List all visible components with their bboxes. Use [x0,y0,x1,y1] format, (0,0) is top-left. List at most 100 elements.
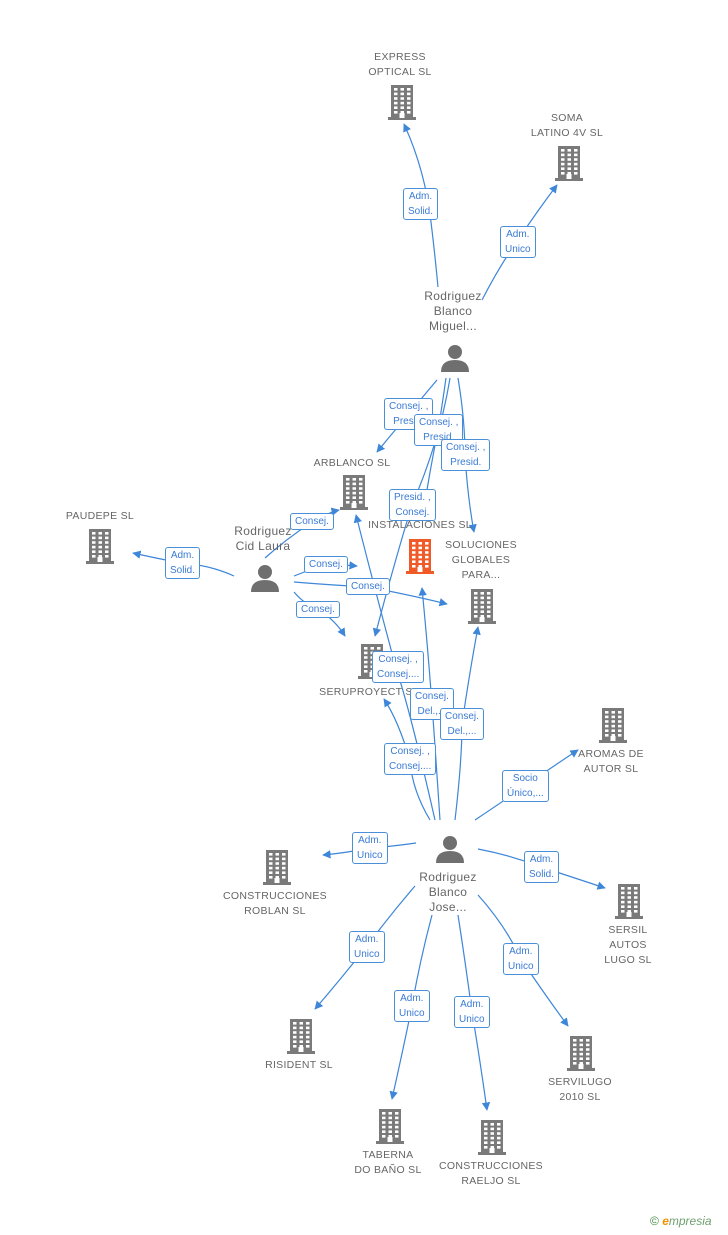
relation-badge-line: Adm. [400,993,424,1004]
building-icon-roblan[interactable] [261,849,293,890]
node-label-line: SOLUCIONES [445,539,517,551]
node-label-line: LUGO SL [604,954,652,966]
relation-badge-laura-to-seruproyect[interactable]: Consej. [296,601,340,618]
node-label-taberna[interactable]: TABERNA DO BAÑO SL [328,1148,448,1178]
building-icon-risident[interactable] [285,1018,317,1059]
relation-badge-line: Consej.... [377,669,420,680]
relation-badge-line: Adm. [358,835,382,846]
building-icon-instalaciones[interactable] [404,538,436,579]
relation-badge-line: Consej. [415,691,449,702]
node-label-line: ROBLAN SL [244,905,306,917]
building-icon-servilugo[interactable] [565,1035,597,1076]
relation-badge-line: Unico [399,1008,425,1019]
relation-badge-jose-to-sersil[interactable]: Adm. Solid. [524,851,560,883]
node-label-line: GLOBALES [451,554,511,566]
node-label-line: Rodriguez [234,524,292,538]
relation-badge-line: Presid. [423,432,455,443]
relation-badge-line: Consej. , [446,442,486,453]
building-icon-arblanco[interactable] [338,474,370,515]
person-icon-laura[interactable] [250,563,280,598]
relation-badge-jose-to-roblan[interactable]: Adm.Unico [352,832,388,864]
building-icon-express[interactable] [386,84,418,125]
empresia-credit: © empresia [650,1214,712,1228]
node-label-line: PAUDEPE SL [65,510,135,522]
relation-badge-line: Solid. [529,869,555,880]
relation-badge-laura-to-arblanco[interactable]: Consej. [290,513,334,530]
node-label-line: AROMAS DE [578,748,644,760]
relation-badge-jose-to-risident[interactable]: Adm.Unico [349,931,385,963]
node-label-line: RAELJO SL [461,1175,521,1187]
relation-badge-line: Consej. , [419,417,459,428]
relation-badge-jose-to-arblanco[interactable]: Consej. ,Consej.... [372,651,425,683]
relation-badge-laura-to-instalaciones[interactable]: Consej. [304,556,348,573]
relation-badge-jose-to-raeljo[interactable]: Adm. Unico [454,996,490,1028]
building-icon-soluciones[interactable] [466,588,498,629]
node-label-line: Cid Laura [235,539,291,553]
relation-badge-jose-to-servilugo[interactable]: Adm.Unico [503,943,539,975]
node-label-line: EXPRESS [374,51,426,63]
relation-badge-miguel-to-soma[interactable]: Adm.Unico [500,226,536,258]
relation-badge-line: Único,... [507,788,544,799]
node-label-line: Rodriguez [424,289,482,303]
node-label-raeljo[interactable]: CONSTRUCCIONES RAELJO SL [431,1159,551,1189]
building-icon-raeljo[interactable] [476,1119,508,1160]
node-label-line: Rodriguez [419,870,477,884]
relation-badge-jose-to-seruproyect[interactable]: Consej. ,Consej.... [384,743,437,775]
node-label-line: Blanco [428,885,468,899]
relation-badge-line: Consej. [295,516,329,527]
relation-badge-line: Presid. [393,416,425,427]
relation-badge-laura-to-soluciones[interactable]: Consej. [346,578,390,595]
building-icon-soma[interactable] [553,145,585,186]
building-icon-aromas[interactable] [597,707,629,748]
node-label-line: SERVILUGO [548,1076,612,1088]
relation-badge-miguel-to-soluciones[interactable]: Consej. , Presid. [441,439,491,471]
node-label-instalaciones[interactable]: INSTALACIONES SL [360,518,480,533]
edge-miguel-to-express [403,123,439,288]
relation-badge-miguel-to-express[interactable]: Adm.Solid. [403,188,439,220]
relation-badge-miguel-to-seruproyect[interactable]: Presid. , Consej. [389,489,436,521]
node-label-line: CONSTRUCCIONES [439,1160,543,1172]
relation-badge-line: Presid. , [394,492,431,503]
relation-badge-line: Consej. , [389,401,429,412]
node-label-arblanco[interactable]: ARBLANCO SL [292,456,412,471]
person-icon-miguel[interactable] [440,343,470,378]
node-label-paudepe[interactable]: PAUDEPE SL [40,509,160,524]
node-label-line: LATINO 4V SL [530,127,604,139]
building-icon-taberna[interactable] [374,1108,406,1149]
node-label-line: Jose... [429,900,467,914]
node-label-line: Blanco [433,304,473,318]
relation-badge-jose-to-soluciones[interactable]: Consej.Del.,... [440,708,484,740]
person-icon-jose[interactable] [435,834,465,869]
building-icon-paudepe[interactable] [84,528,116,569]
relation-badge-laura-to-paudepe[interactable]: Adm.Solid. [165,547,201,579]
relation-badge-line: Consej. [309,559,343,570]
relation-badge-line: Solid. [408,206,434,217]
relation-badge-line: Presid. [450,457,482,468]
node-label-risident[interactable]: RISIDENT SL [239,1058,359,1073]
node-label-line: INSTALACIONES SL [368,519,472,531]
relation-badge-line: Adm. [529,854,554,865]
relation-badge-line: Consej. [301,604,335,615]
node-label-seruproyect[interactable]: SERUPROYECT SL [309,685,429,700]
node-label-line: TABERNA [362,1149,414,1161]
empresia-logo-initial: e [662,1214,669,1228]
relation-badge-jose-to-taberna[interactable]: Adm. Unico [394,990,430,1022]
relation-badge-line: Unico [459,1014,485,1025]
relation-badge-line: Adm. [460,999,484,1010]
building-icon-sersil[interactable] [613,883,645,924]
node-label-line: DO BAÑO SL [354,1164,422,1176]
relation-badge-line: Consej. [395,507,430,518]
